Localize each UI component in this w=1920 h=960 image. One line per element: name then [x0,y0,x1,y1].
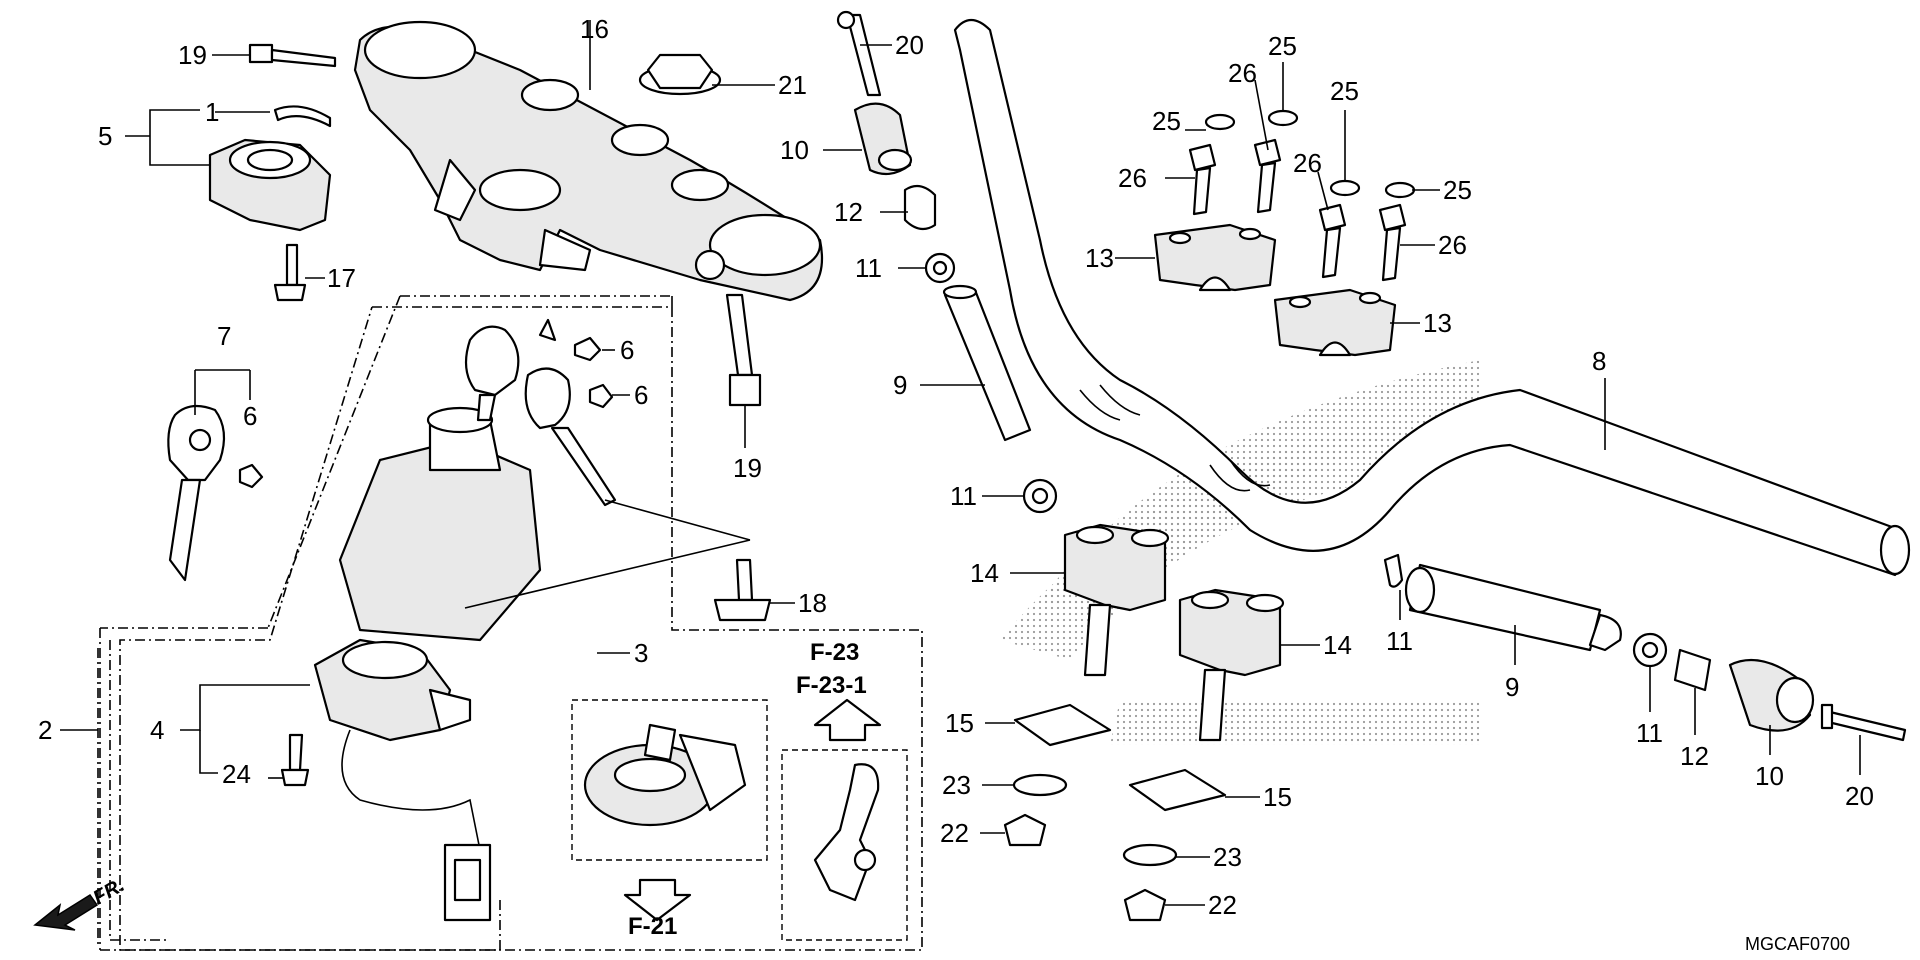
nut-6-left [238,463,264,489]
callout-5: 5 [98,121,112,151]
callout-26-b: 26 [1118,163,1147,193]
bar-end-right [1383,553,1907,742]
snap-ring [273,105,332,128]
callout-19: 19 [178,40,207,70]
bolt-18 [713,558,772,622]
diagram-code: MGCAF0700 [1745,934,1850,954]
holder-upper-13-a [1153,223,1277,292]
callout-22-a: 22 [940,818,969,848]
callout-23-a: 23 [942,770,971,800]
lock-cylinder [313,638,492,922]
callout-3: 3 [634,638,648,668]
callout-26-d: 26 [1438,230,1467,260]
rubber-12-left [903,184,937,231]
top-bridge [353,20,824,302]
callout-4: 4 [150,715,164,745]
callout-13-a: 13 [1085,243,1114,273]
front-direction-arrow: FR. [33,874,128,931]
handlebar [953,18,1911,577]
callout-9-top: 9 [893,370,907,400]
callout-12-right: 12 [1680,741,1709,771]
bolts-26 [1188,138,1407,282]
callout-13-b: 13 [1423,308,1452,338]
washers-23 [1012,773,1178,867]
inner-weight-9-left [942,284,1032,442]
ignition-switch [338,318,617,642]
callout-19-mid: 19 [733,453,762,483]
callout-25-b: 25 [1268,31,1297,61]
callout-8: 8 [1592,346,1606,376]
callout-26-a: 26 [1228,58,1257,88]
stem-cap [208,138,332,232]
inset-f23 [781,698,908,941]
ref-f23-1: F-23-1 [796,672,867,699]
callout-2: 2 [38,715,52,745]
holder-upper-13-b [1273,288,1397,357]
callout-14-b: 14 [1323,630,1352,660]
collar-11-top [924,252,956,284]
callout-20-right: 20 [1845,781,1874,811]
inset-f21 [571,699,768,922]
screw-24 [280,733,310,787]
callout-16: 16 [580,14,609,44]
caps-25 [1204,109,1416,199]
callout-25-c: 25 [1330,76,1359,106]
callout-23-b: 23 [1213,842,1242,872]
bolt-19-top [248,43,337,68]
callout-18: 18 [798,588,827,618]
bolt-17 [273,243,307,302]
callout-21: 21 [778,70,807,100]
kit-outline [97,295,923,951]
callout-11-top: 11 [855,253,882,283]
leader-lines [60,20,1861,906]
holder-lower-14-a [1063,523,1170,677]
callout-25-a: 25 [1152,106,1181,136]
callout-11-right-b: 11 [1636,718,1663,748]
callout-22-b: 22 [1208,890,1237,920]
washers-15 [1013,703,1227,812]
callout-11-right-a: 11 [1386,626,1413,656]
callout-10-top: 10 [780,135,809,165]
callout-10-right: 10 [1755,761,1784,791]
holder-lower-14-b [1178,588,1285,742]
nuts-22 [1003,813,1167,922]
callout-9-right: 9 [1505,672,1519,702]
callout-11-mid: 11 [950,481,977,511]
callout-15-b: 15 [1263,782,1292,812]
callout-7: 7 [217,321,231,351]
callout-15-a: 15 [945,708,974,738]
callout-24: 24 [222,759,251,789]
callout-17: 17 [327,263,356,293]
ref-f23: F-23 [810,639,859,666]
callout-20-top: 20 [895,30,924,60]
callout-6-top: 6 [620,335,634,365]
callout-26-c: 26 [1293,148,1322,178]
callouts: 19 1 5 17 7 6 16 21 20 10 12 11 9 11 6 6… [38,14,1874,920]
callout-12-top: 12 [834,197,863,227]
bar-end-left [836,10,913,176]
collar-11-mid [1022,478,1058,514]
callout-6-left: 6 [243,401,257,431]
reference-labels: F-23 F-23-1 F-21 [628,639,867,940]
stem-nut [638,53,722,96]
ref-f21: F-21 [628,913,677,940]
nut-6-top [573,336,602,362]
callout-25-d: 25 [1443,175,1472,205]
nut-6-mid [588,383,614,409]
callout-14-a: 14 [970,558,999,588]
key-left [167,404,226,582]
callout-6-mid: 6 [634,380,648,410]
callout-1: 1 [205,97,219,127]
bolt-19-mid [725,293,762,407]
